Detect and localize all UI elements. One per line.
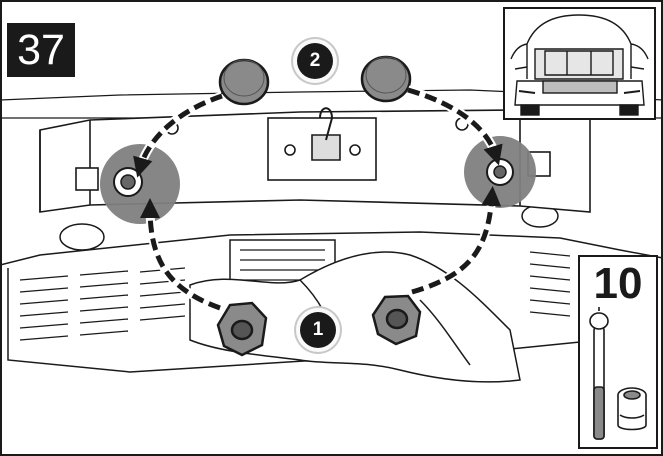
tool-panel: 10 xyxy=(578,255,658,449)
callout-2: 2 xyxy=(297,43,333,79)
vehicle-rear-icon xyxy=(505,9,654,118)
step-number-badge: 37 xyxy=(7,23,75,77)
socket-icon xyxy=(618,388,646,430)
socket-size-label: 10 xyxy=(580,261,656,307)
callout-1: 1 xyxy=(300,312,336,348)
vehicle-location-inset xyxy=(503,7,656,120)
tools-illustration xyxy=(580,307,656,447)
socket-wrench-icon xyxy=(590,307,608,439)
